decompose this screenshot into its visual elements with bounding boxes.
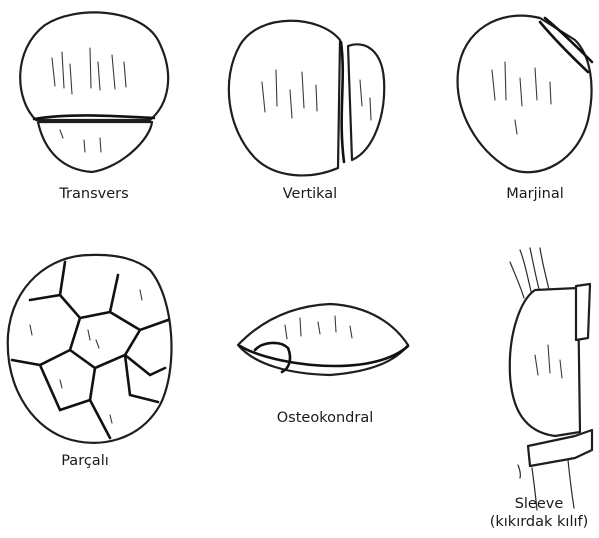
- parcali-patella-drawing: [8, 255, 172, 443]
- label-parcali: Parçalı: [30, 453, 140, 470]
- label-vertikal: Vertikal: [255, 186, 365, 203]
- marjinal-patella-drawing: [458, 16, 592, 173]
- osteokondral-patella-drawing: [238, 304, 408, 375]
- label-osteokondral: Osteokondral: [250, 410, 400, 427]
- label-sleeve-subtitle: (kıkırdak kılıf): [480, 514, 598, 531]
- sleeve-patella-drawing: [510, 248, 592, 510]
- label-transvers: Transvers: [39, 186, 149, 203]
- label-sleeve: Sleeve: [480, 496, 598, 513]
- label-marjinal: Marjinal: [480, 186, 590, 203]
- vertikal-patella-drawing: [229, 21, 384, 176]
- transvers-patella-drawing: [20, 12, 168, 172]
